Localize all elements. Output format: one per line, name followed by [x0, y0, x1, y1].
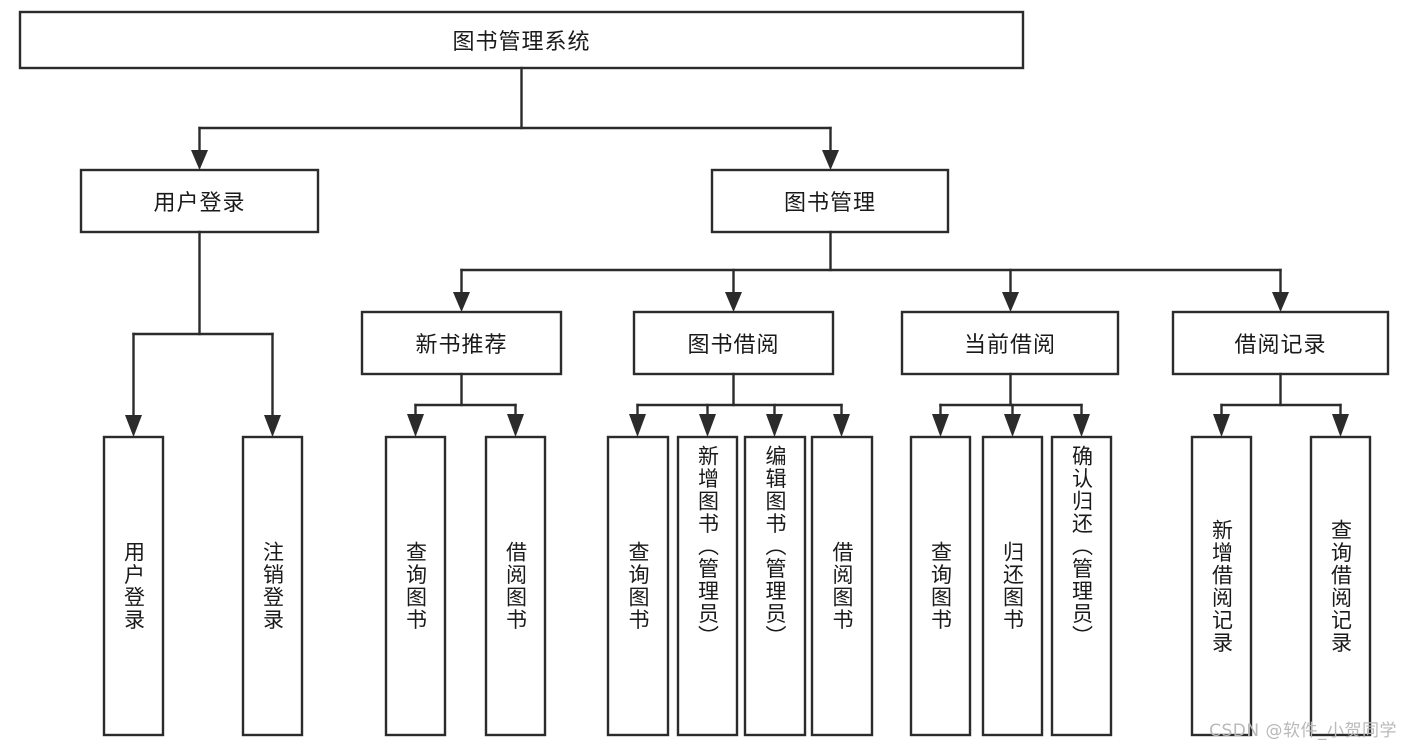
leaf-box-current-borrow-2[interactable] — [981, 435, 1044, 737]
arrowhead-leaf-book-borrow-2 — [699, 414, 716, 437]
arrowhead-current-borrow — [1002, 292, 1019, 312]
arrowhead-new-book-recommend — [453, 292, 470, 312]
arrowhead-leaf-borrow-record-2 — [1332, 414, 1349, 437]
leaf-box-current-borrow-1[interactable] — [909, 435, 972, 737]
csdn-watermark: CSDN @软件_小贺同学 — [1209, 721, 1397, 741]
arrowhead-leaf-book-borrow-4 — [833, 414, 850, 437]
leaf-box-borrow-record-2[interactable] — [1309, 435, 1372, 737]
arrowhead-leaf-new-book-2 — [507, 414, 524, 437]
node-box-current-borrow[interactable] — [900, 310, 1120, 376]
arrowhead-leaf-book-borrow-1 — [629, 414, 646, 437]
arrowhead-book-management — [822, 150, 839, 170]
leaf-box-current-borrow-3[interactable] — [1050, 435, 1113, 737]
leaf-box-book-borrow-3[interactable] — [743, 435, 807, 737]
arrowhead-leaf-current-borrow-3 — [1073, 414, 1090, 437]
leaf-box-user-login-2[interactable] — [241, 435, 304, 737]
node-box-book-management[interactable] — [710, 168, 950, 234]
node-box-root[interactable] — [18, 10, 1025, 70]
arrowhead-borrow-record — [1272, 292, 1289, 312]
arrowhead-leaf-user-login-1 — [125, 415, 142, 437]
arrowhead-user-login — [191, 150, 208, 170]
arrowhead-leaf-user-login-2 — [264, 415, 281, 437]
arrowhead-leaf-current-borrow-2 — [1004, 414, 1021, 437]
leaf-box-user-login-1[interactable] — [102, 435, 165, 737]
leaf-box-book-borrow-4[interactable] — [810, 435, 874, 737]
node-box-borrow-record[interactable] — [1171, 310, 1390, 376]
leaf-box-book-borrow-2[interactable] — [676, 435, 739, 737]
node-box-new-book-recommend[interactable] — [360, 310, 563, 376]
node-box-user-login[interactable] — [79, 168, 320, 234]
arrowhead-leaf-current-borrow-1 — [932, 414, 949, 437]
leaf-box-book-borrow-1[interactable] — [606, 435, 670, 737]
arrowhead-book-borrow — [725, 292, 742, 312]
node-box-book-borrow[interactable] — [632, 310, 835, 376]
arrowhead-leaf-new-book-1 — [407, 414, 424, 437]
leaf-box-new-book-1[interactable] — [384, 435, 447, 737]
leaf-box-new-book-2[interactable] — [484, 435, 547, 737]
leaf-box-borrow-record-1[interactable] — [1190, 435, 1253, 737]
arrowhead-leaf-borrow-record-1 — [1213, 414, 1230, 437]
arrowhead-leaf-book-borrow-3 — [766, 414, 783, 437]
